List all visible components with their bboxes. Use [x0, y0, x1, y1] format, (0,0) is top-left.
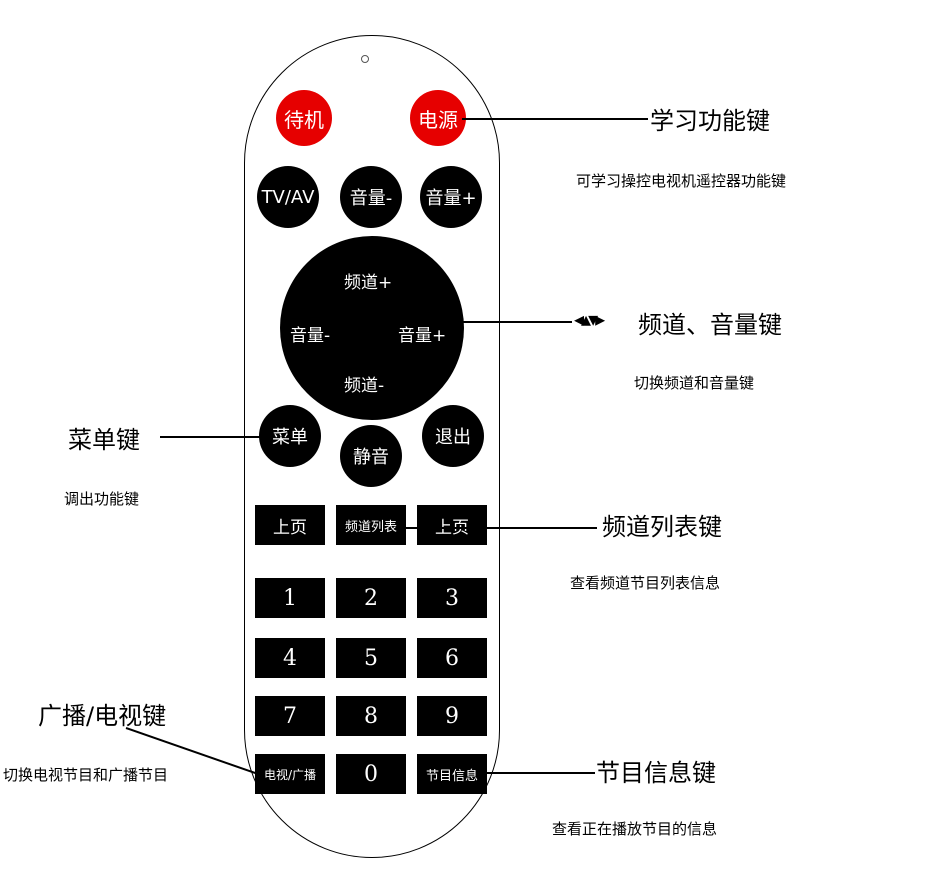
digit-0-button[interactable]: 0	[336, 754, 406, 794]
digit-9-button[interactable]: 9	[417, 696, 487, 736]
learn-key-title: 学习功能键	[650, 107, 770, 135]
digit-2-button[interactable]: 2	[336, 578, 406, 618]
learn-connector	[462, 118, 648, 120]
volume-down-button[interactable]: 音量-	[340, 166, 402, 228]
tvav-button[interactable]: TV/AV	[257, 166, 319, 228]
program-info-title: 节目信息键	[596, 759, 716, 787]
program-info-desc: 查看正在播放节目的信息	[552, 820, 718, 838]
digit-7-button[interactable]: 7	[255, 696, 325, 736]
digit-3-button[interactable]: 3	[417, 578, 487, 618]
program-info-button[interactable]: 节目信息	[417, 754, 487, 794]
menu-key-desc: 调出功能键	[64, 490, 140, 508]
program-info-connector	[485, 772, 595, 774]
menu-button[interactable]: 菜单	[259, 405, 321, 467]
dpad	[280, 236, 464, 420]
ir-emitter	[361, 55, 369, 63]
channel-list-button[interactable]: 频道列表	[336, 505, 406, 545]
channel-list-connector	[403, 527, 597, 529]
channel-list-title: 频道列表键	[602, 513, 722, 541]
dpad-channel-up[interactable]: 频道+	[344, 273, 393, 293]
digit-8-button[interactable]: 8	[336, 696, 406, 736]
exit-button[interactable]: 退出	[422, 405, 484, 467]
menu-connector	[160, 436, 262, 438]
dpad-volume-down[interactable]: 音量-	[290, 326, 331, 346]
digit-6-button[interactable]: 6	[417, 638, 487, 678]
tv-radio-title: 广播/电视键	[38, 702, 167, 730]
channel-volume-title: 频道、音量键	[638, 311, 782, 339]
menu-key-title: 菜单键	[68, 426, 140, 454]
channel-volume-desc: 切换频道和音量键	[634, 374, 755, 392]
dpad-volume-up[interactable]: 音量+	[398, 326, 447, 346]
learn-key-desc: 可学习操控电视机遥控器功能键	[576, 172, 787, 190]
digit-5-button[interactable]: 5	[336, 638, 406, 678]
tv-radio-button[interactable]: 电视/广播	[255, 754, 325, 794]
standby-button[interactable]: 待机	[276, 90, 332, 146]
volume-up-button[interactable]: 音量+	[420, 166, 482, 228]
power-button[interactable]: 电源	[410, 90, 466, 146]
digit-4-button[interactable]: 4	[255, 638, 325, 678]
mute-button[interactable]: 静音	[340, 425, 402, 487]
page-up-left-button[interactable]: 上页	[255, 505, 325, 545]
digit-1-button[interactable]: 1	[255, 578, 325, 618]
channel-list-desc: 查看频道节目列表信息	[570, 574, 721, 592]
arrows-icon: ◂▴▾▸	[574, 307, 605, 331]
channel-volume-connector	[460, 321, 572, 323]
tv-radio-desc: 切换电视节目和广播节目	[3, 766, 169, 784]
dpad-channel-down[interactable]: 频道-	[344, 376, 385, 396]
